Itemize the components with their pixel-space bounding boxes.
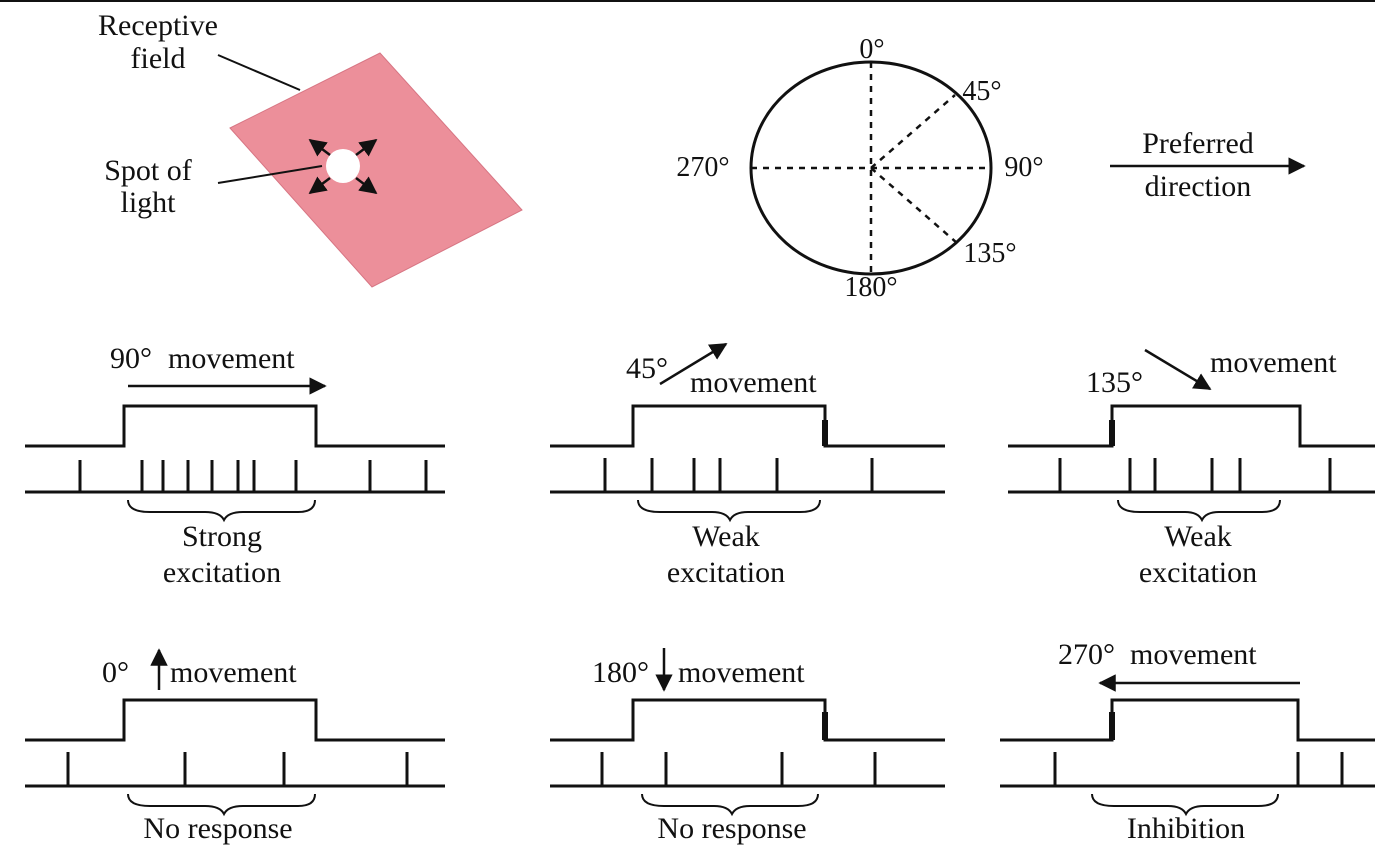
panel-45-brace xyxy=(638,500,820,520)
panel-45-response-1: Weak xyxy=(692,520,760,553)
panel-180-movement: movement xyxy=(678,656,805,689)
panel-90-spikes xyxy=(80,460,426,492)
panel-270-movement: movement xyxy=(1130,638,1257,671)
label-90-deg: 90° xyxy=(1004,152,1043,183)
label-0-deg: 0° xyxy=(859,34,884,65)
spot-label-2: light xyxy=(120,186,176,219)
panel-180-brace xyxy=(642,794,818,814)
panel-180-response: No response xyxy=(657,812,806,845)
label-45-deg: 45° xyxy=(962,76,1001,107)
direction-compass: 0° 45° 90° 135° 180° 270° xyxy=(676,34,1043,303)
panel-0-angle: 0° xyxy=(102,656,129,689)
panel-180-spikes xyxy=(602,752,875,786)
panel-135-stimulus-trace xyxy=(1008,406,1375,446)
panel-270-spikes xyxy=(1055,752,1342,786)
panel-135-spikes xyxy=(1060,458,1330,492)
panel-45-spikes xyxy=(605,458,872,492)
panel-135-arrow xyxy=(1145,350,1210,389)
panel-270-response: Inhibition xyxy=(1127,812,1245,845)
panel-270-degree: 270° movement Inhibition xyxy=(1000,638,1375,845)
panel-45-stimulus-trace xyxy=(550,406,945,446)
compass-axis-135 xyxy=(871,168,957,243)
panel-0-brace xyxy=(128,794,315,814)
panel-45-degree: 45° movement Weak excitation xyxy=(550,344,945,589)
panel-90-angle: 90° xyxy=(110,342,152,375)
preferred-label-1: Preferred xyxy=(1142,127,1254,160)
panel-45-movement: movement xyxy=(690,366,817,399)
receptive-field-label-2: field xyxy=(131,42,186,75)
panel-135-response-1: Weak xyxy=(1164,520,1232,553)
panel-135-movement: movement xyxy=(1210,346,1337,379)
panel-0-movement: movement xyxy=(170,656,297,689)
compass-axis-45 xyxy=(871,95,955,168)
label-180-deg: 180° xyxy=(844,272,897,303)
spot-label-1: Spot of xyxy=(104,154,192,187)
panel-0-degree: 0° movement No response xyxy=(25,650,445,845)
receptive-field-pointer xyxy=(218,55,300,90)
preferred-label-2: direction xyxy=(1145,170,1252,203)
panel-180-angle: 180° xyxy=(592,656,649,689)
panel-270-stimulus-trace xyxy=(1000,700,1375,740)
receptive-field-label-1: Receptive xyxy=(98,9,218,42)
panel-270-brace xyxy=(1092,794,1278,814)
panel-135-degree: 135° movement Weak excitation xyxy=(1008,346,1375,589)
receptive-field-rectangle xyxy=(230,53,522,287)
panel-180-degree: 180° movement No response xyxy=(550,648,945,845)
panel-135-brace xyxy=(1118,500,1280,520)
panel-45-response-2: excitation xyxy=(667,556,785,589)
panel-90-brace xyxy=(128,500,315,520)
receptive-field-illustration: Receptive field Spot of light xyxy=(98,9,522,287)
panel-90-response-2: excitation xyxy=(163,556,281,589)
label-270-deg: 270° xyxy=(676,152,729,183)
panel-0-stimulus-trace xyxy=(25,700,445,740)
panel-135-response-2: excitation xyxy=(1139,556,1257,589)
panel-0-response: No response xyxy=(143,812,292,845)
label-135-deg: 135° xyxy=(963,238,1016,269)
panel-0-spikes xyxy=(68,752,407,786)
panel-270-angle: 270° xyxy=(1058,638,1115,671)
panel-45-angle: 45° xyxy=(626,352,668,385)
panel-180-stimulus-trace xyxy=(550,700,945,740)
panel-90-response-1: Strong xyxy=(182,520,262,553)
panel-90-degree: 90° movement Strong excitation xyxy=(25,342,445,589)
spot-of-light xyxy=(326,149,360,183)
panel-90-movement: movement xyxy=(168,342,295,375)
panel-90-stimulus-trace xyxy=(25,406,445,446)
panel-135-angle: 135° xyxy=(1086,366,1143,399)
preferred-direction: Preferred direction xyxy=(1110,127,1304,203)
